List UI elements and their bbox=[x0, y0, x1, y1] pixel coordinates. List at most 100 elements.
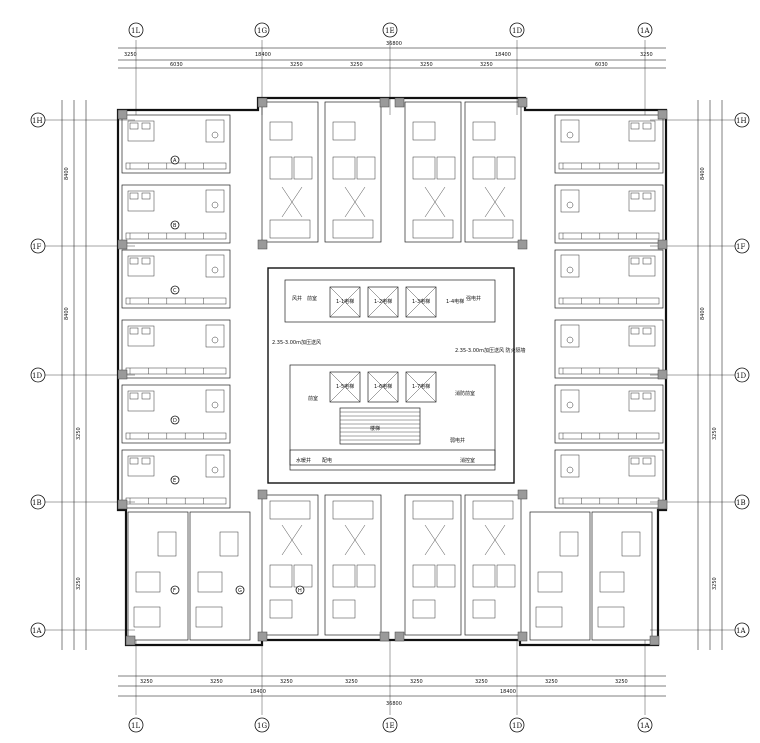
unit-label: G bbox=[238, 588, 242, 594]
unit-label: C bbox=[173, 288, 177, 294]
column bbox=[394, 97, 405, 108]
unit-label: E bbox=[173, 478, 176, 484]
dim-top-d: 3250 bbox=[640, 52, 653, 58]
dim-top-b: 18400 bbox=[255, 52, 271, 58]
dim-right-0: 8400 bbox=[700, 167, 706, 180]
dim-bot-total: 36800 bbox=[386, 701, 402, 707]
column bbox=[379, 631, 390, 642]
column bbox=[117, 369, 128, 380]
unit-marker bbox=[170, 285, 180, 295]
unit-marker bbox=[170, 155, 180, 165]
dim-bot-2: 3250 bbox=[280, 679, 293, 685]
axis-top-3: 1D bbox=[512, 27, 522, 35]
axis-bot-3: 1D bbox=[512, 722, 522, 730]
dim-bot-6: 3250 bbox=[545, 679, 558, 685]
dim-top-r2-5: 6030 bbox=[595, 62, 608, 68]
core-note-0: 2.35-3.00m加压送风 bbox=[272, 339, 321, 346]
dim-bot-r2-1: 18400 bbox=[500, 689, 516, 695]
core-room-5: 1-4电梯 bbox=[446, 298, 464, 305]
apartment-units: A B C D E F G H bbox=[121, 101, 664, 641]
unit-marker bbox=[170, 475, 180, 485]
apartment-unit-top bbox=[261, 101, 319, 243]
core-room-0: 风井 bbox=[292, 295, 302, 302]
dim-bot-3: 3250 bbox=[345, 679, 358, 685]
core-room-12: 楼梯 bbox=[370, 425, 380, 432]
apartment-unit bbox=[121, 249, 231, 309]
core-room-4: 1-3电梯 bbox=[412, 298, 430, 305]
column bbox=[257, 489, 268, 500]
apartment-unit-bottom bbox=[324, 494, 382, 636]
unit-marker bbox=[170, 585, 180, 595]
apartment-unit bbox=[121, 449, 231, 509]
core-room-8: 1-5电梯 bbox=[336, 383, 354, 390]
unit-marker bbox=[170, 415, 180, 425]
apartment-unit bbox=[121, 114, 231, 174]
apartment-unit bbox=[554, 114, 664, 174]
core-room-2: 1-1电梯 bbox=[336, 298, 354, 305]
exterior-walls bbox=[116, 96, 668, 647]
column bbox=[517, 239, 528, 250]
axis-top-2: 1E bbox=[385, 27, 395, 35]
column bbox=[517, 97, 528, 108]
column bbox=[649, 635, 660, 646]
unit-marker bbox=[295, 585, 305, 595]
apartment-unit bbox=[554, 384, 664, 444]
core-room-7: 弱电井 bbox=[450, 437, 465, 444]
core-room-9: 1-6电梯 bbox=[374, 383, 392, 390]
unit-label: A bbox=[173, 158, 177, 164]
column bbox=[657, 499, 668, 510]
column bbox=[517, 631, 528, 642]
core-room-6: 强电井 bbox=[466, 295, 481, 302]
apartment-unit-bottom bbox=[261, 494, 319, 636]
core-room-3: 1-2电梯 bbox=[374, 298, 392, 305]
core-room-14: 配电 bbox=[322, 457, 332, 464]
apartment-unit bbox=[554, 249, 664, 309]
axis-right-3: 1B bbox=[736, 499, 746, 507]
core-room-10: 1-7电梯 bbox=[412, 383, 430, 390]
dim-bot-5: 3250 bbox=[475, 679, 488, 685]
core-note-1: 2.35-3.00m加压送风 防火隔墙 bbox=[455, 347, 526, 354]
unit-label: H bbox=[298, 588, 302, 594]
column bbox=[125, 635, 136, 646]
unit-label: B bbox=[173, 223, 177, 229]
dim-top-c: 18400 bbox=[495, 52, 511, 58]
axis-bot-1: 1G bbox=[257, 722, 267, 730]
dim-left-3: 3250 bbox=[76, 577, 82, 590]
axis-top-4: 1A bbox=[640, 27, 650, 35]
dim-bot-7: 3250 bbox=[615, 679, 628, 685]
axis-left-1: 1F bbox=[32, 243, 41, 251]
apartment-unit bbox=[554, 184, 664, 244]
core-block: 风井 前室 1-1电梯 1-2电梯 1-3电梯 1-4电梯 强电井 1-5电梯 … bbox=[267, 267, 526, 484]
axis-left-4: 1A bbox=[32, 627, 42, 635]
axis-top-0: 1L bbox=[131, 27, 140, 35]
axis-right-1: 1F bbox=[736, 243, 745, 251]
side-dimension-lines: 8400 8400 3250 3250 8400 8400 3250 3250 bbox=[61, 100, 723, 650]
unit-label: D bbox=[173, 418, 177, 424]
unit-marker bbox=[170, 220, 180, 230]
dim-right-3: 3250 bbox=[712, 577, 718, 590]
column bbox=[117, 239, 128, 250]
apartment-unit bbox=[554, 449, 664, 509]
axis-left-3: 1B bbox=[32, 499, 42, 507]
axis-bubbles-left: 1H 1F 1D 1B 1A bbox=[30, 112, 46, 638]
structural-columns bbox=[117, 97, 668, 646]
axis-bot-0: 1L bbox=[131, 722, 140, 730]
unit-label: F bbox=[173, 588, 176, 594]
column bbox=[657, 239, 668, 250]
dim-top-r2-3: 3250 bbox=[420, 62, 433, 68]
axis-bubbles-right: 1H 1F 1D 1B 1A bbox=[734, 112, 750, 638]
axis-left-0: 1H bbox=[32, 117, 43, 125]
apartment-unit-corner bbox=[529, 511, 591, 641]
axis-left-2: 1D bbox=[32, 372, 42, 380]
unit-marker bbox=[235, 585, 245, 595]
axis-bot-2: 1E bbox=[385, 722, 395, 730]
column bbox=[517, 489, 528, 500]
core-room-15: 消控室 bbox=[460, 457, 475, 464]
column bbox=[257, 97, 268, 108]
dim-top-r2-4: 3250 bbox=[480, 62, 493, 68]
core-room-11: 消防前室 bbox=[455, 390, 475, 397]
dim-right-1: 8400 bbox=[700, 307, 706, 320]
core-room-1b: 前室 bbox=[308, 395, 318, 402]
axis-bubbles-top: 1L 1G 1E 1D 1A bbox=[128, 22, 653, 38]
